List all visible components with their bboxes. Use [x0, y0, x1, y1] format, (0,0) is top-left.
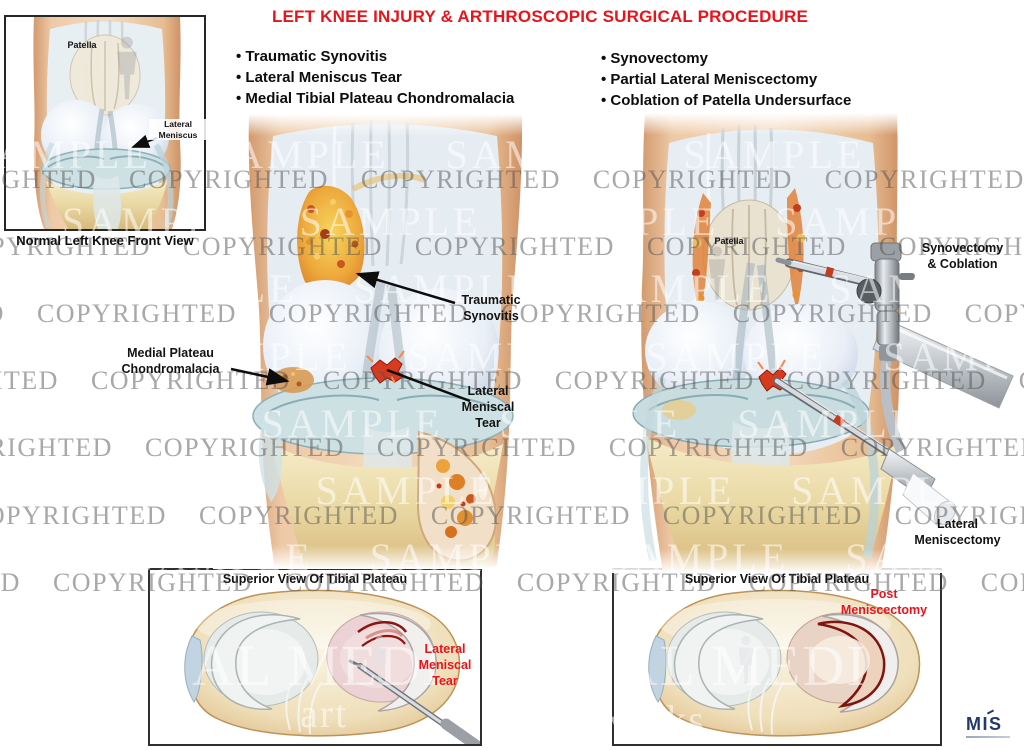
- procedure-summary-list: Synovectomy Partial Lateral Meniscectomy…: [601, 48, 851, 111]
- inset-lateral-meniscus-label: Lateral Meniscus: [149, 119, 207, 140]
- lateral-meniscal-tear-label: Lateral Meniscal Tear: [461, 384, 515, 430]
- page-title: LEFT KNEE INJURY & ARTHROSCOPIC SURGICAL…: [271, 7, 809, 26]
- shaver-instrument: [773, 377, 956, 526]
- inset-patella-label: Patella: [67, 40, 97, 50]
- injury-summary-list: Traumatic Synovitis Lateral Meniscus Tea…: [236, 46, 514, 109]
- panel-title: Superior View Of Tibial Plateau: [684, 572, 870, 586]
- injury-item: Medial Tibial Plateau Chondromalacia: [236, 88, 514, 109]
- medial-meniscus: [210, 614, 301, 710]
- resected-meniscus-area: [810, 620, 886, 708]
- post-meniscectomy-label: Post Meniscectomy: [840, 587, 928, 617]
- meniscal-tear-lines: [357, 621, 408, 647]
- surgery-knee-illustration: [583, 113, 1024, 573]
- traumatic-synovitis-site: [297, 172, 427, 292]
- synovectomy-coblation-label: Synovectomy & Coblation: [921, 241, 1004, 271]
- mis-logo: MIS: [966, 709, 1010, 738]
- medial-femoral-condyle: [645, 301, 753, 401]
- synovitis-band-medial: [692, 193, 711, 313]
- arthroscope-instrument: [775, 242, 1014, 454]
- chondromalacia-site: [272, 367, 314, 393]
- inset-caption: Normal Left Knee Front View: [16, 233, 194, 248]
- injured-knee-illustration: [213, 114, 558, 569]
- traumatic-synovitis-label: Traumatic Synovitis: [461, 293, 521, 323]
- lateral-meniscus: [359, 612, 437, 712]
- injury-item: Lateral Meniscus Tear: [236, 67, 514, 88]
- medial-meniscus: [673, 614, 764, 710]
- injury-item: Traumatic Synovitis: [236, 46, 514, 67]
- patella-label: Patella: [714, 236, 744, 246]
- procedure-item: Partial Lateral Meniscectomy: [601, 69, 851, 90]
- panel-title: Superior View Of Tibial Plateau: [222, 572, 408, 586]
- tear-label: Lateral Meniscal Tear: [418, 642, 472, 688]
- procedure-item: Synovectomy: [601, 48, 851, 69]
- everted-synovium-flap: [416, 430, 498, 562]
- lateral-meniscectomy-label: Lateral Meniscectomy: [914, 517, 1001, 547]
- logo-tagline-bar: [966, 736, 1010, 738]
- medial-plateau-label: Medial Plateau Chondromalacia: [121, 346, 220, 376]
- tibia: [645, 435, 899, 573]
- procedure-item: Coblation of Patella Undersurface: [601, 90, 851, 111]
